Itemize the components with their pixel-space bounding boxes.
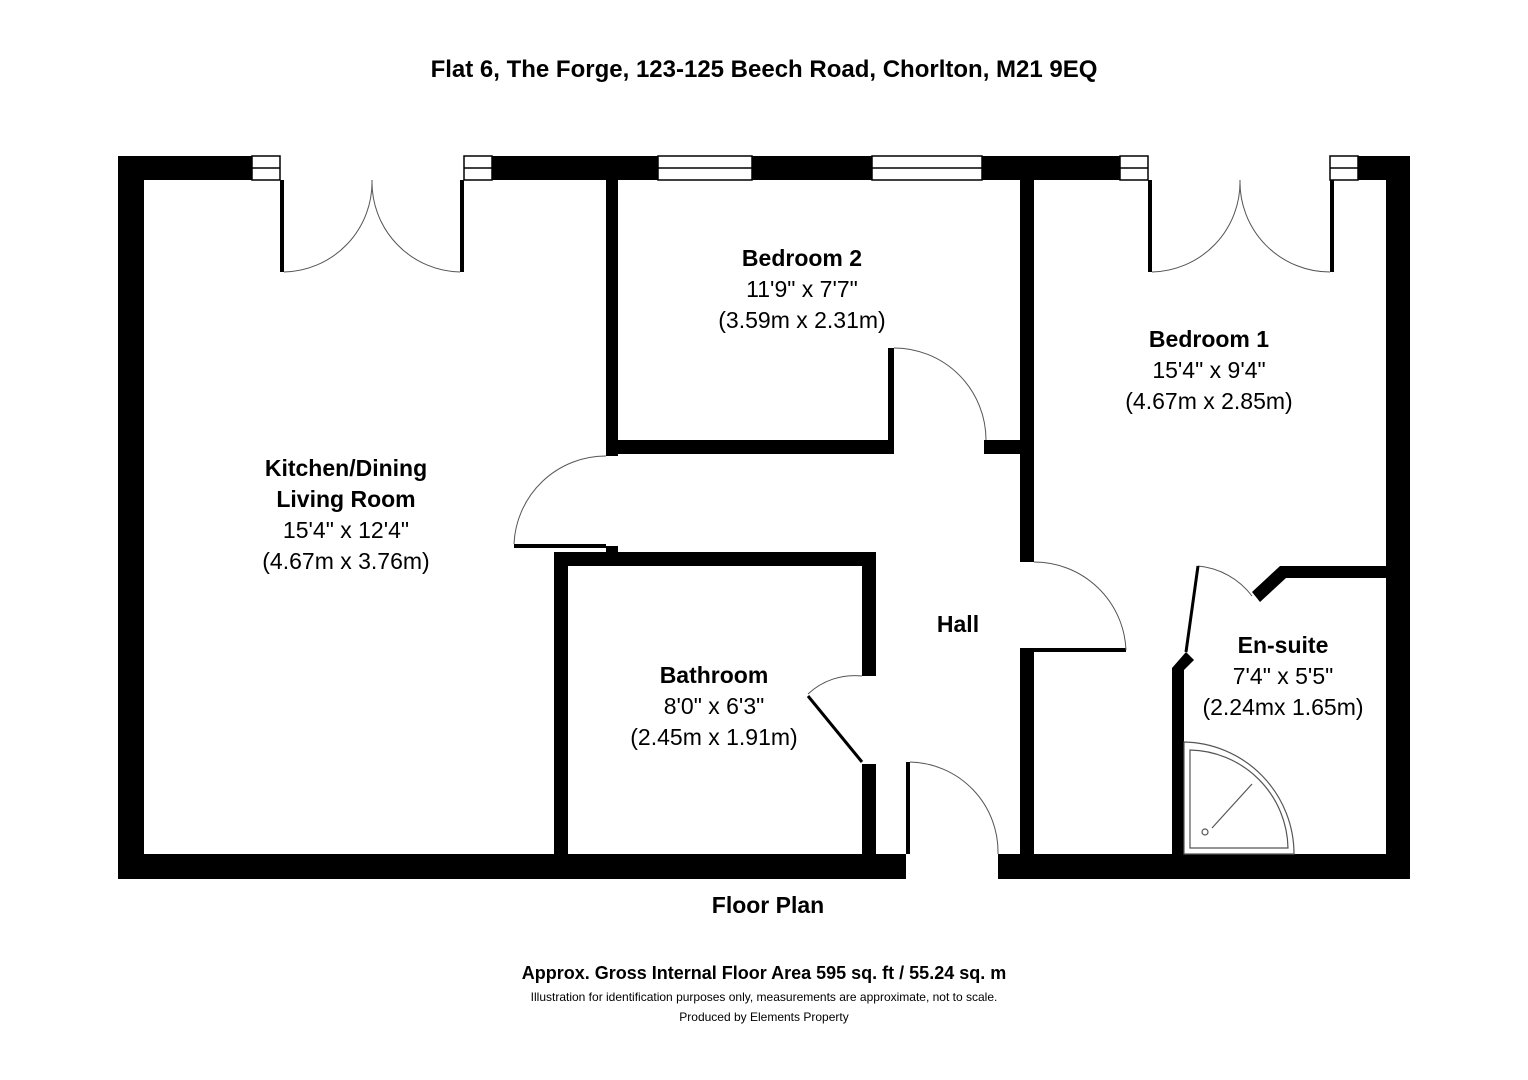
outer-wall-bottom-right (998, 854, 1410, 879)
wall-kitchen-bedroom2 (606, 180, 618, 456)
outer-wall-right (1386, 156, 1410, 879)
room-size-imperial: 11'9" x 7'7" (746, 276, 858, 302)
wall-bathroom-left (554, 552, 568, 854)
room-name: Living Room (276, 486, 416, 512)
room-size-metric: (2.45m x 1.91m) (630, 724, 798, 750)
room-name: Kitchen/Dining (264, 455, 428, 481)
outer-wall-top-2 (492, 156, 658, 180)
room-size-metric: (3.59m x 2.31m) (718, 307, 886, 333)
wall-ensuite-left (1172, 652, 1194, 854)
room-bedroom-1: Bedroom 1 15'4" x 9'4" (4.67m x 2.85m) (1089, 324, 1329, 417)
floor-plan-label: Floor Plan (711, 892, 825, 918)
outer-wall-bottom-left (118, 854, 906, 879)
outer-wall-top-1 (118, 156, 252, 180)
room-name: Bedroom 2 (741, 245, 863, 271)
outer-wall-left (118, 156, 144, 879)
room-size-imperial: 8'0" x 6'3" (663, 693, 765, 719)
door-leaves (806, 565, 1200, 763)
room-size-imperial: 7'4" x 5'5" (1232, 663, 1334, 689)
room-bathroom: Bathroom 8'0" x 6'3" (2.45m x 1.91m) (594, 660, 834, 753)
room-name: Bedroom 1 (1148, 326, 1270, 352)
walls (118, 156, 1410, 879)
shower-tray (1183, 741, 1295, 855)
room-size-imperial: 15'4" x 9'4" (1152, 357, 1266, 383)
room-kitchen-dining-living: Kitchen/Dining Living Room 15'4" x 12'4"… (226, 453, 466, 577)
wall-bedroom2-bedroom1 (1020, 180, 1034, 562)
producer-credit: Produced by Elements Property (679, 1010, 849, 1024)
wall-bathroom-right (862, 552, 876, 676)
outer-wall-top-4 (982, 156, 1120, 180)
room-bedroom-2: Bedroom 2 11'9" x 7'7" (3.59m x 2.31m) (682, 243, 922, 336)
room-hall: Hall (898, 609, 1018, 640)
room-en-suite: En-suite 7'4" x 5'5" (2.24mx 1.65m) (1173, 630, 1393, 723)
room-size-imperial: 15'4" x 12'4" (282, 517, 410, 543)
room-name: Hall (936, 611, 980, 637)
wall-ensuite-top (1252, 566, 1386, 602)
floor-area-text: Approx. Gross Internal Floor Area 595 sq… (521, 963, 1007, 983)
disclaimer-text: Illustration for identification purposes… (530, 990, 998, 1004)
door-swings (283, 179, 1331, 855)
outer-wall-top-3 (752, 156, 872, 180)
outer-wall-top-5 (1358, 156, 1410, 180)
room-name: Bathroom (659, 662, 769, 688)
room-size-metric: (2.24mx 1.65m) (1202, 694, 1364, 720)
wall-bedroom2-bottom (606, 440, 890, 454)
wall-bathroom-top (554, 552, 876, 566)
room-size-metric: (4.67m x 2.85m) (1125, 388, 1293, 414)
room-name: En-suite (1237, 632, 1329, 658)
room-size-metric: (4.67m x 3.76m) (262, 548, 430, 574)
windows (251, 155, 1359, 181)
page-title: Flat 6, The Forge, 123-125 Beech Road, C… (430, 56, 1098, 83)
